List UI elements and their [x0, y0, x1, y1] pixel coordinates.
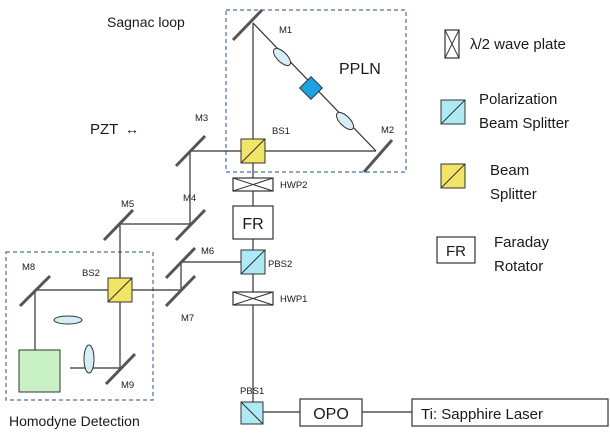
- hwp1-wave-plate: [232, 291, 274, 306]
- sagnac-loop-title: Sagnac loop: [107, 14, 185, 30]
- laser-label: Ti: Sapphire Laser: [421, 406, 543, 423]
- opo-label: OPO: [313, 406, 349, 423]
- ppln-crystal: [298, 75, 324, 101]
- bs1-label: BS1: [272, 126, 290, 137]
- legend: λ/2 wave plate Polarization Beam Splitte…: [436, 29, 569, 275]
- homodyne-detection-title: Homodyne Detection: [9, 413, 140, 429]
- bs2-beam-splitter: [107, 277, 133, 303]
- pbs2-label: PBS2: [268, 259, 292, 270]
- mirror-m9: [104, 352, 137, 386]
- mirror-m2: [362, 139, 394, 173]
- mirror-m8: [18, 274, 52, 308]
- hwp2-wave-plate: [232, 177, 274, 192]
- pzt-arrow-icon: ↔: [125, 121, 139, 137]
- pbs1-label: PBS1: [240, 386, 264, 397]
- fr-label: FR: [242, 216, 263, 233]
- lens-sagnac-1: [272, 47, 292, 67]
- m1-label: M1: [279, 25, 292, 36]
- legend-fr-box-label: FR: [446, 243, 466, 260]
- sagnac-loop-box: [225, 9, 407, 173]
- mirror-m1: [231, 8, 264, 42]
- legend-waveplate-text: λ/2 wave plate: [470, 36, 566, 53]
- lens-sagnac-2: [335, 111, 355, 131]
- bs2-label: BS2: [82, 268, 100, 279]
- lens-homodyne-2: [83, 344, 95, 374]
- m4-label: M4: [183, 193, 196, 204]
- legend-bs-icon: [440, 163, 466, 189]
- bs1-beam-splitter: [240, 138, 266, 164]
- hwp1-label: HWP1: [280, 294, 307, 305]
- mirror-m4: [174, 208, 207, 242]
- m9-label: M9: [121, 380, 134, 391]
- legend-pbs-line1: Polarization: [479, 91, 557, 108]
- pbs2-polarization-beam-splitter: [240, 249, 266, 275]
- m5-label: M5: [121, 199, 134, 210]
- mirror-m5: [102, 208, 135, 242]
- mirror-m6: [164, 246, 197, 280]
- mirror-m7: [164, 274, 197, 308]
- m2-label: M2: [381, 125, 394, 136]
- opo-box: [299, 398, 363, 427]
- homodyne-detection-box: [5, 251, 154, 401]
- laser-box: [411, 398, 609, 427]
- lens-homodyne-1: [53, 315, 83, 325]
- mirror-m3: [174, 134, 207, 168]
- hwp2-label: HWP2: [280, 180, 307, 191]
- legend-bs-line1: Beam: [490, 162, 529, 179]
- m8-label: M8: [22, 262, 35, 273]
- legend-fr-icon: [436, 236, 476, 264]
- legend-bs-line2: Splitter: [490, 186, 537, 203]
- m6-label: M6: [201, 246, 214, 257]
- ppln-label: PPLN: [339, 61, 381, 78]
- pzt-label: PZT: [90, 121, 118, 138]
- legend-pbs-line2: Beam Splitter: [479, 115, 569, 132]
- legend-pbs-icon: [440, 99, 466, 125]
- faraday-rotator-box: [232, 205, 274, 240]
- detector: [18, 349, 61, 393]
- pbs1-polarization-beam-splitter: [240, 401, 264, 425]
- legend-fr-line1: Faraday: [494, 234, 550, 251]
- m7-label: M7: [181, 313, 194, 324]
- legend-waveplate-icon: [444, 29, 460, 59]
- legend-fr-line2: Rotator: [494, 258, 543, 275]
- m3-label: M3: [195, 113, 208, 124]
